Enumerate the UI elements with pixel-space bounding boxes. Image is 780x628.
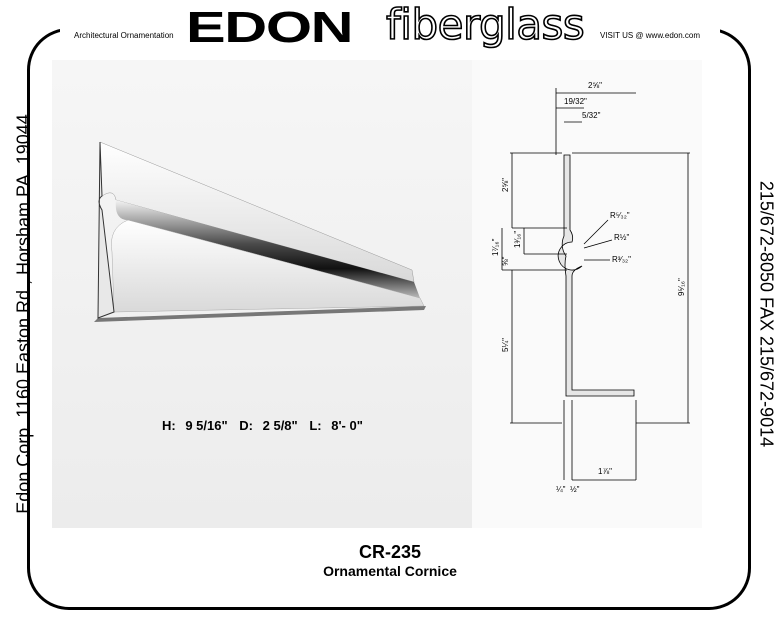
dim-top-width: 2⅝" [588, 81, 602, 90]
depth-value: 2 5/8" [262, 418, 298, 433]
depth-label: D: [239, 418, 253, 433]
length-value: 8'- 0" [331, 418, 363, 433]
dim-total-height: 9⁵⁄₁₆" [677, 278, 686, 296]
dim-top-small-a: 19/32" [564, 97, 587, 106]
dim-lower-height: 5¼" [501, 338, 510, 352]
product-rendering [94, 141, 426, 322]
dim-foot-width: 1⅞" [598, 467, 612, 476]
dimensions-summary: H: 9 5/16" D: 2 5/8" L: 8'- 0" [162, 418, 371, 433]
dim-bottom-a: ¼" [556, 485, 566, 494]
profile-drawing: 2⅝" 19/32" 5/32" 2⅝" 1⁷⁄₁₆" 1³⁄₁₆" ⅝" R⁵… [491, 81, 690, 494]
dim-bead-c: ⅝" [501, 256, 510, 266]
dim-radius-b: R½" [614, 233, 629, 242]
header-background [60, 14, 720, 46]
website-link[interactable]: VISIT US @ www.edon.com [600, 31, 701, 40]
product-name: Ornamental Cornice [323, 563, 457, 579]
dim-radius-c: R³⁄₃₂" [612, 255, 631, 264]
length-label: L: [309, 418, 322, 433]
company-address: Edon Corp. 1160 Easton Rd., Horsham PA. … [13, 114, 34, 514]
dim-upper-height: 2⅝" [501, 178, 510, 192]
dim-bottom-b: ½" [570, 485, 580, 494]
header-tagline: Architectural Ornamentation [74, 31, 174, 40]
dim-bead-a: 1⁷⁄₁₆" [491, 238, 500, 256]
company-phone: 215/672-8050 FAX 215/672-9014 [756, 180, 777, 448]
logo-edon: EDON [186, 3, 354, 52]
drawing-area [472, 60, 702, 528]
dim-top-small-b: 5/32" [582, 111, 601, 120]
logo-fiberglass: fiberglass [385, 0, 585, 49]
height-label: H: [162, 418, 176, 433]
dim-radius-a: R⁵⁄₃₂" [610, 211, 630, 220]
height-value: 9 5/16" [185, 418, 228, 433]
product-code: CR-235 [358, 542, 422, 562]
dim-bead-b: 1³⁄₁₆" [513, 231, 522, 248]
